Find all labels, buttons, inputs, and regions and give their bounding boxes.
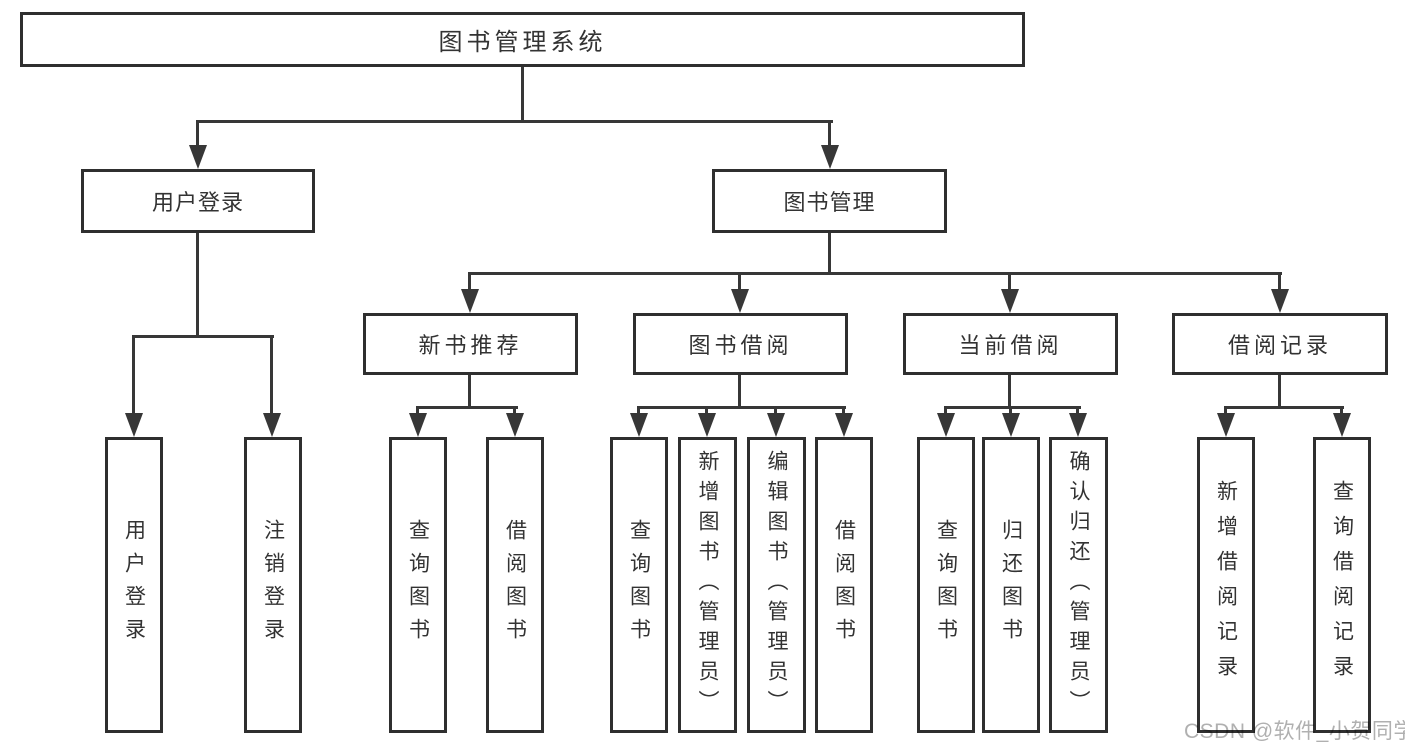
arrow-down-icon (937, 413, 955, 437)
node-return-books: 归还图书 (982, 437, 1040, 733)
connector-line (1278, 375, 1281, 408)
connector-line (944, 406, 1081, 409)
arrow-down-icon (125, 413, 143, 437)
arrow-down-icon (263, 413, 281, 437)
node-label: 注销登录 (261, 519, 285, 651)
node-user-login: 用户登录 (81, 169, 315, 233)
node-add-book-admin: 新增图书（管理员） (678, 437, 737, 733)
connector-line (468, 375, 471, 408)
connector-line (944, 406, 947, 415)
connector-line (1008, 375, 1011, 408)
node-label: 当前借阅 (958, 333, 1063, 358)
connector-line (842, 406, 845, 415)
connector-line (1008, 272, 1011, 291)
connector-line (738, 375, 741, 408)
node-label: 图书管理系统 (438, 29, 607, 56)
connector-line (416, 406, 419, 415)
connector-line (705, 406, 708, 415)
arrow-down-icon (630, 413, 648, 437)
node-add-borrow-record: 新增借阅记录 (1197, 437, 1255, 733)
node-label: 用户登录 (151, 190, 244, 215)
node-query-books: 查询图书 (610, 437, 668, 733)
node-label: 新增借阅记录 (1214, 480, 1238, 690)
arrow-down-icon (189, 145, 207, 169)
csdn-watermark: CSDN @软件_小贺同学 (1184, 720, 1405, 743)
connector-line (1278, 272, 1281, 291)
connector-line (637, 406, 846, 409)
node-label: 借阅图书 (503, 519, 527, 651)
node-label: 归还图书 (999, 519, 1023, 651)
arrow-down-icon (506, 413, 524, 437)
arrow-down-icon (461, 289, 479, 313)
node-logout: 注销登录 (244, 437, 302, 733)
node-label: 确认归还（管理员） (1067, 450, 1090, 720)
connector-line (132, 335, 274, 338)
arrow-down-icon (1002, 413, 1020, 437)
node-label: 新书推荐 (418, 333, 523, 358)
node-label: 编辑图书（管理员） (765, 450, 788, 720)
node-label: 借阅图书 (832, 519, 856, 651)
connector-line (1224, 406, 1227, 415)
arrow-down-icon (698, 413, 716, 437)
node-label: 查询图书 (406, 519, 430, 651)
node-user-login-action: 用户登录 (105, 437, 163, 733)
node-label: 查询借阅记录 (1330, 480, 1354, 690)
connector-line (1076, 406, 1079, 415)
node-label: 借阅记录 (1227, 333, 1332, 358)
node-label: 用户登录 (122, 519, 146, 651)
node-borrow-books: 借阅图书 (815, 437, 873, 733)
node-book-management: 图书管理 (712, 169, 947, 233)
connector-line (416, 406, 518, 409)
node-confirm-return-admin: 确认归还（管理员） (1049, 437, 1108, 733)
connector-line (1340, 406, 1343, 415)
arrow-down-icon (1001, 289, 1019, 313)
arrow-down-icon (821, 145, 839, 169)
node-library-management-system: 图书管理系统 (20, 12, 1025, 67)
arrow-down-icon (1069, 413, 1087, 437)
node-label: 图书管理 (783, 190, 876, 215)
connector-line (637, 406, 640, 415)
arrow-down-icon (767, 413, 785, 437)
node-book-borrowing: 图书借阅 (633, 313, 848, 375)
node-query-books: 查询图书 (389, 437, 447, 733)
connector-line (521, 67, 524, 122)
arrow-down-icon (835, 413, 853, 437)
node-label: 查询图书 (934, 519, 958, 651)
arrow-down-icon (1333, 413, 1351, 437)
arrow-down-icon (731, 289, 749, 313)
connector-line (132, 335, 135, 415)
arrow-down-icon (1271, 289, 1289, 313)
connector-line (513, 406, 516, 415)
connector-line (468, 272, 1282, 275)
connector-line (828, 233, 831, 274)
connector-line (270, 335, 273, 415)
arrow-down-icon (409, 413, 427, 437)
node-query-borrow-record: 查询借阅记录 (1313, 437, 1371, 733)
node-borrow-records: 借阅记录 (1172, 313, 1388, 375)
arrow-down-icon (1217, 413, 1235, 437)
node-label: 查询图书 (627, 519, 651, 651)
connector-line (196, 120, 199, 146)
connector-line (828, 120, 831, 146)
connector-line (196, 120, 833, 123)
node-borrow-books: 借阅图书 (486, 437, 544, 733)
node-query-books: 查询图书 (917, 437, 975, 733)
node-edit-book-admin: 编辑图书（管理员） (747, 437, 806, 733)
connector-line (738, 272, 741, 291)
node-label: 图书借阅 (688, 333, 793, 358)
node-current-borrowing: 当前借阅 (903, 313, 1118, 375)
connector-line (196, 233, 199, 337)
node-new-book-recommend: 新书推荐 (363, 313, 578, 375)
node-label: 新增图书（管理员） (696, 450, 719, 720)
connector-line (1224, 406, 1344, 409)
connector-line (468, 272, 471, 291)
connector-line (774, 406, 777, 415)
connector-line (1009, 406, 1012, 415)
